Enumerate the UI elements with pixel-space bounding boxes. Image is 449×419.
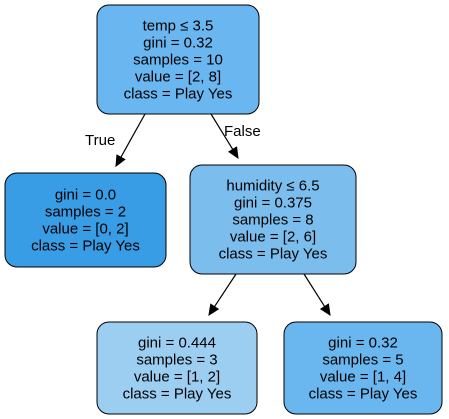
node-box (283, 321, 443, 415)
node-box (4, 172, 167, 268)
node-line: gini = 0.32 (143, 35, 213, 52)
edge-root-to-left: True (85, 113, 146, 168)
edge-root-to-right: False (210, 113, 261, 160)
node-line: temp ≤ 3.5 (143, 18, 214, 35)
node-line: samples = 10 (133, 52, 223, 69)
node-line: gini = 0.375 (234, 195, 312, 212)
node-box (96, 4, 260, 115)
node-box (189, 164, 357, 275)
edge-line (210, 113, 234, 150)
node-line: gini = 0.444 (138, 335, 216, 352)
node-line: class = Play Yes (309, 386, 418, 403)
node-line: value = [0, 2] (42, 221, 128, 238)
node-line: value = [1, 4] (320, 369, 406, 386)
arrowhead-icon (208, 303, 220, 317)
node-line: class = Play Yes (123, 386, 232, 403)
node-line: samples = 2 (45, 204, 126, 221)
node-line: class = Play Yes (124, 86, 233, 103)
edge-label: True (85, 132, 115, 149)
node-line: gini = 0.32 (328, 335, 398, 352)
node-line: class = Play Yes (219, 246, 328, 263)
node-line: value = [2, 6] (230, 229, 316, 246)
node-line: gini = 0.0 (55, 187, 116, 204)
node-line: samples = 5 (322, 352, 403, 369)
node-line: samples = 3 (136, 352, 217, 369)
edge-right-to-right-left (208, 273, 237, 317)
edge-line (213, 273, 237, 307)
node-line: samples = 8 (232, 212, 313, 229)
arrowhead-icon (319, 303, 331, 317)
edge-line (120, 113, 146, 158)
edge-label: False (224, 123, 261, 140)
edges: True False (85, 113, 331, 317)
arrowhead-icon (228, 146, 239, 160)
arrowhead-icon (115, 154, 126, 168)
node-line: value = [1, 2] (134, 369, 220, 386)
node-line: value = [2, 8] (135, 69, 221, 86)
node-box (96, 321, 258, 415)
node-line: class = Play Yes (31, 238, 140, 255)
edge-line (303, 273, 326, 307)
edge-right-to-right-right (303, 273, 331, 317)
node-line: humidity ≤ 6.5 (226, 178, 319, 195)
